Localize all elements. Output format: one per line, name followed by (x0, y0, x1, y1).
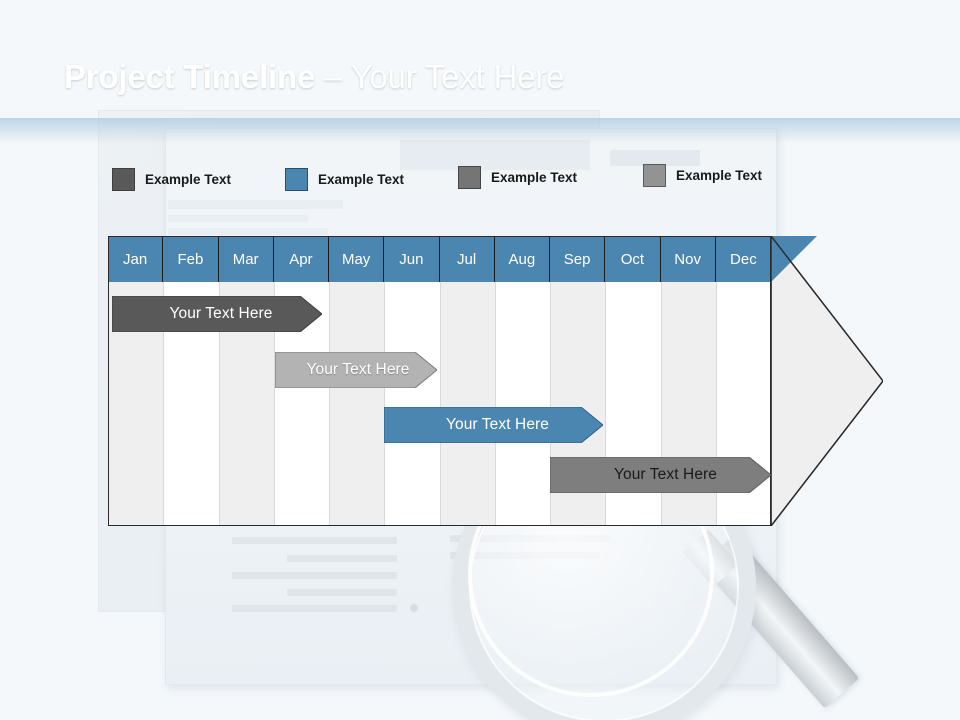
gantt-chart: Jan Feb Mar Apr May Jun Jul Aug Sep Oct … (108, 236, 771, 526)
gantt-column-jan (108, 236, 164, 526)
month-header-dec[interactable]: Dec (715, 236, 771, 282)
background-strip-5 (610, 150, 700, 166)
page-title-light: Your Text Here (350, 58, 565, 95)
month-header-feb[interactable]: Feb (163, 236, 219, 282)
gantt-gridline-7 (494, 282, 496, 526)
task-bar-4-shape (550, 457, 771, 493)
legend-swatch-icon-2 (285, 168, 308, 191)
task-bar-2-label: Your Text Here (306, 361, 410, 378)
gantt-gridline-2 (218, 282, 220, 526)
legend: Example Text Example Text Example Text E… (112, 164, 812, 194)
legend-item-1[interactable]: Example Text (112, 168, 231, 191)
month-header-aug[interactable]: Aug (494, 236, 550, 282)
legend-item-2[interactable]: Example Text (285, 168, 404, 191)
task-bar-2[interactable]: Your Text Here (275, 352, 437, 388)
task-bar-4-label: Your Text Here (613, 466, 718, 483)
legend-item-3[interactable]: Example Text (458, 166, 577, 189)
page-title-bold: Project Timeline (64, 58, 316, 95)
background-text-line-5 (232, 605, 397, 612)
gantt-gridline-10 (660, 282, 662, 526)
task-bar-3-shape (384, 407, 603, 443)
task-bar-1-label: Your Text Here (169, 305, 273, 322)
gantt-gridline-5 (384, 282, 386, 526)
month-header-mar[interactable]: Mar (218, 236, 274, 282)
gantt-gridline-6 (439, 282, 441, 526)
legend-item-4[interactable]: Example Text (643, 164, 762, 187)
background-strip-2 (168, 215, 308, 222)
gantt-column-mar (218, 236, 274, 526)
background-text-line-2 (287, 555, 397, 562)
legend-label-3: Example Text (491, 170, 578, 185)
background-text-line-4 (287, 589, 397, 596)
background-strip-1 (168, 200, 343, 209)
legend-swatch-icon-3 (458, 166, 481, 189)
legend-swatch-icon-1 (112, 168, 135, 191)
task-bar-4[interactable]: Your Text Here (550, 457, 771, 493)
page-title-separator: – (315, 58, 351, 95)
background-strip-4 (400, 140, 590, 170)
gantt-column-feb (163, 236, 219, 526)
month-header-jun[interactable]: Jun (384, 236, 440, 282)
legend-label-2: Example Text (318, 172, 405, 187)
background-bullet-dot (410, 604, 418, 612)
task-bar-3[interactable]: Your Text Here (384, 407, 603, 443)
month-header-jul[interactable]: Jul (439, 236, 495, 282)
background-text-line-1 (232, 537, 397, 544)
month-header-nov[interactable]: Nov (660, 236, 716, 282)
task-bar-1-shape (112, 296, 322, 332)
legend-swatch-icon-4 (643, 164, 666, 187)
month-header-oct[interactable]: Oct (605, 236, 661, 282)
gantt-gridline-8 (550, 282, 551, 526)
gantt-gridline-3 (273, 282, 275, 526)
month-header-may[interactable]: May (329, 236, 385, 282)
task-bar-1[interactable]: Your Text Here (112, 296, 322, 332)
month-header-jan[interactable]: Jan (108, 236, 164, 282)
gantt-gridline-1 (163, 282, 165, 526)
month-header-sep[interactable]: Sep (550, 236, 606, 282)
legend-label-1: Example Text (145, 172, 232, 187)
gantt-gridline-11 (715, 282, 717, 526)
legend-label-4: Example Text (676, 168, 763, 183)
timeline-arrow-head (770, 233, 884, 529)
background-text-line-3 (232, 572, 397, 579)
page-title: Project Timeline – Your Text Here (64, 58, 564, 96)
gantt-gridline-4 (329, 282, 330, 526)
task-bar-2-shape (275, 352, 437, 388)
month-header-apr[interactable]: Apr (273, 236, 329, 282)
gantt-column-aug (494, 236, 550, 526)
background-strip-3 (168, 228, 328, 235)
task-bar-3-label: Your Text Here (445, 416, 550, 433)
gantt-column-jul (439, 236, 495, 526)
gantt-gridline-9 (605, 282, 607, 526)
